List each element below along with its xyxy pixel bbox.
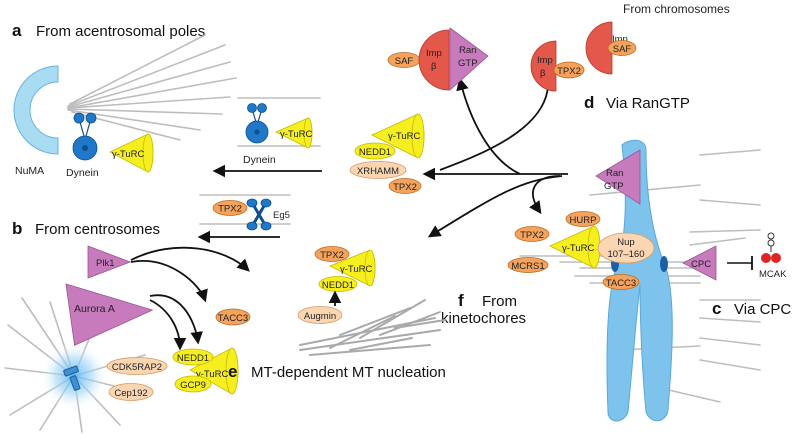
imp-label-2: Imp [537,55,553,66]
beta-label-1: β [431,61,437,72]
panel-b-title: From centrosomes [35,221,160,238]
gtp-label-1: GTP [458,58,478,69]
gturc-cone-b [189,347,239,395]
nedd1-label-central: NEDD1 [359,147,391,158]
panel-a-letter: a [12,21,22,40]
nup-label-1: Nup [617,237,634,248]
acentrosomal-microtubules [67,34,237,141]
panel-f-title-line1: From [482,293,517,310]
central-gturc-complex: γ-TuRC NEDD1 XRHAMM TPX2 [349,113,425,194]
ran-gtp-triangle [595,149,641,205]
tpx2-label-f: TPX2 [520,230,544,241]
importin-beta-shape [585,21,613,75]
dynein-label-a: Dynein [66,167,99,179]
plk1-label: Plk1 [96,258,114,269]
dynein-label: Dynein [243,154,276,166]
ran-label-2: Ran [606,168,623,179]
mcak-label: MCAK [759,269,787,280]
rangtp-arrows [422,77,568,238]
tacc3-label-f: TACC3 [606,278,636,289]
gturc-cone [275,117,313,149]
panel-d-title: Via RanGTP [606,95,690,112]
panel-b-letter: b [12,219,22,238]
gturc-label-a: γ-TuRC [112,149,145,160]
chromosome-region: Ran GTP HURP TPX2 γ-TuRC Nup 107–160 MCR… [441,139,791,422]
xrhamm-label: XRHAMM [357,166,399,177]
ran-label-1: Ran [459,45,476,56]
eg5-label: Eg5 [273,210,290,221]
nup-label-2: 107–160 [608,249,645,260]
numa-crescent [13,65,59,155]
gcp9-label: GCP9 [180,380,206,391]
eg5-transport: TPX2 Eg5 [197,194,291,244]
gturc-cone [371,113,425,159]
tpx2-label-central: TPX2 [393,182,417,193]
panel-e-title: MT-dependent MT nucleation [251,364,446,381]
beta-label-2: β [540,68,546,79]
panel-f-title-line2: kinetochores [441,310,526,327]
importin-beta-shape [530,40,557,92]
saf-label-left: SAF [395,56,414,67]
cpc-label: CPC [691,259,711,270]
mcrs1-label: MCRS1 [511,261,544,272]
tpx2-label-d: TPX2 [557,66,581,77]
panel-d-letter: d [584,93,594,112]
aurora-a-triangle [65,283,154,346]
dynein-icon [72,112,98,161]
imp-label-3: Imp [612,34,628,45]
branched-microtubules [299,299,446,356]
numa-label: NuMA [15,165,44,177]
tacc3-label-b: TACC3 [218,313,248,324]
hurp-label: HURP [570,215,597,226]
importin-beta-shape [418,29,450,91]
panel-f-letter: f [458,291,464,310]
from-chromosomes-label: From chromosomes [623,2,730,16]
panel-c-letter: c [712,299,721,318]
chromosome [606,139,673,422]
cep192-label: Cep192 [114,388,147,399]
aurora-a-label: Aurora A [74,303,115,315]
nedd1-label-b: NEDD1 [177,353,209,364]
mcak-icon [761,232,781,263]
gturc-label: γ-TuRC [280,129,313,140]
panel-c-title: Via CPC [734,301,791,318]
cpc-triangle [682,245,717,281]
panel-a-title: From acentrosomal poles [36,23,205,40]
dynein-icon [245,103,269,144]
gturc-label-b: γ-TuRC [196,369,229,380]
panel-e: TPX2 γ-TuRC NEDD1 Augmin e MT-dependent … [228,246,446,381]
kinetochore-right [660,256,668,272]
ran-gtp-triangle [449,27,489,91]
panel-e-letter: e [228,362,237,381]
gturc-label-central: γ-TuRC [388,131,421,142]
gturc-label-e: γ-TuRC [340,264,373,275]
dynein-transport: γ-TuRC Dynein [212,97,322,178]
tpx2-label-eg5: TPX2 [218,204,242,215]
panel-b: b From centrosomes Plk1 Aurora A [4,219,251,433]
cdk5rap2-label: CDK5RAP2 [112,362,162,373]
plk1-triangle [87,245,132,279]
gturc-label-f: γ-TuRC [562,243,595,254]
nedd1-label-e: NEDD1 [322,280,354,291]
panel-d: From chromosomes SAF Imp β Ran GTP Imp β… [387,2,730,112]
eg5-icon [246,198,272,231]
imp-label-1: Imp [426,48,442,59]
tpx2-label-e: TPX2 [320,250,344,261]
gturc-cone-e [329,249,376,287]
gtp-label-2: GTP [604,181,624,192]
augmin-label: Augmin [304,311,336,322]
gturc-cone-a [109,133,154,173]
panel-a: a From acentrosomal poles NuMA Dynein [12,21,237,179]
saf-label-right: SAF [613,44,632,55]
